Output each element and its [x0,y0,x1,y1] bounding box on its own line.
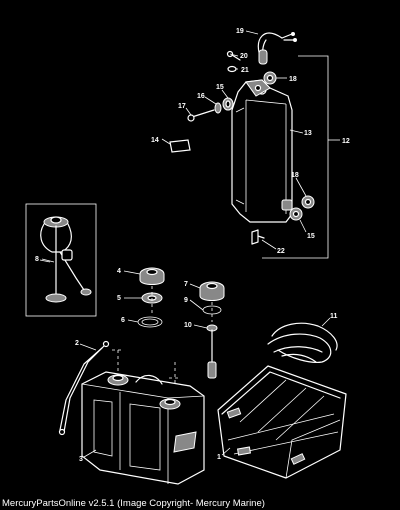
part-13-oil-reservoir[interactable] [231,79,293,223]
callout-labels: 1 2 3 4 5 6 7 8 9 10 11 12 13 14 15 15 1… [35,28,350,463]
part-18-grommet-top[interactable] [263,71,277,85]
callout-15-top: 15 [216,84,224,91]
part-15-fitting-bottom[interactable] [289,207,303,221]
callout-16: 16 [197,93,205,100]
part-11-fuel-hose[interactable] [267,322,338,363]
part-21-washer[interactable] [227,65,237,73]
callout-6: 6 [121,317,125,324]
assembly-bracket-12 [262,55,340,259]
callout-11: 11 [330,313,338,320]
part-8-fuel-sender-inset[interactable] [25,203,97,317]
callout-10: 10 [184,322,192,329]
callout-4: 4 [117,268,121,275]
exploded-parts-diagram: 1 2 3 4 5 6 7 8 9 10 11 12 13 14 15 15 1… [25,28,350,485]
part-18-grommet-bottom[interactable] [301,195,315,209]
part-7-sender-cap[interactable] [199,281,225,301]
callout-9: 9 [184,297,188,304]
part-20-screw[interactable] [226,50,241,61]
callout-18-bottom: 18 [291,172,299,179]
part-2-tank-strap[interactable] [58,340,110,436]
callout-8: 8 [35,256,39,263]
callout-3: 3 [79,456,83,463]
callout-22: 22 [277,248,285,255]
part-6-seal-ring[interactable] [137,316,163,328]
callout-1: 1 [217,454,221,461]
callout-7: 7 [184,281,188,288]
leader-lines [41,30,331,458]
callout-12: 12 [342,138,350,145]
callout-18-top: 18 [289,76,297,83]
callout-20: 20 [240,53,248,60]
part-14-decal[interactable] [169,139,191,153]
part-10-fuel-pickup[interactable] [206,324,218,379]
part-3-fuel-tank[interactable] [81,371,205,485]
part-22-clip[interactable] [251,229,265,245]
part-15-fitting-top[interactable] [222,97,234,111]
callout-2: 2 [75,340,79,347]
callout-13: 13 [304,130,312,137]
callout-17: 17 [178,103,186,110]
part-19-sender-wire[interactable] [257,32,297,65]
part-17-bolt[interactable] [187,109,215,122]
copyright-caption: MercuryPartsOnline v2.5.1 (Image Copyrig… [2,498,265,509]
callout-5: 5 [117,295,121,302]
callout-15-bottom: 15 [307,233,315,240]
part-4-fuel-cap[interactable] [139,267,165,285]
part-16-washer[interactable] [214,102,222,114]
part-1-tank-tray[interactable] [217,365,347,479]
callout-14: 14 [151,137,159,144]
callout-19: 19 [236,28,244,35]
callout-21: 21 [241,67,249,74]
